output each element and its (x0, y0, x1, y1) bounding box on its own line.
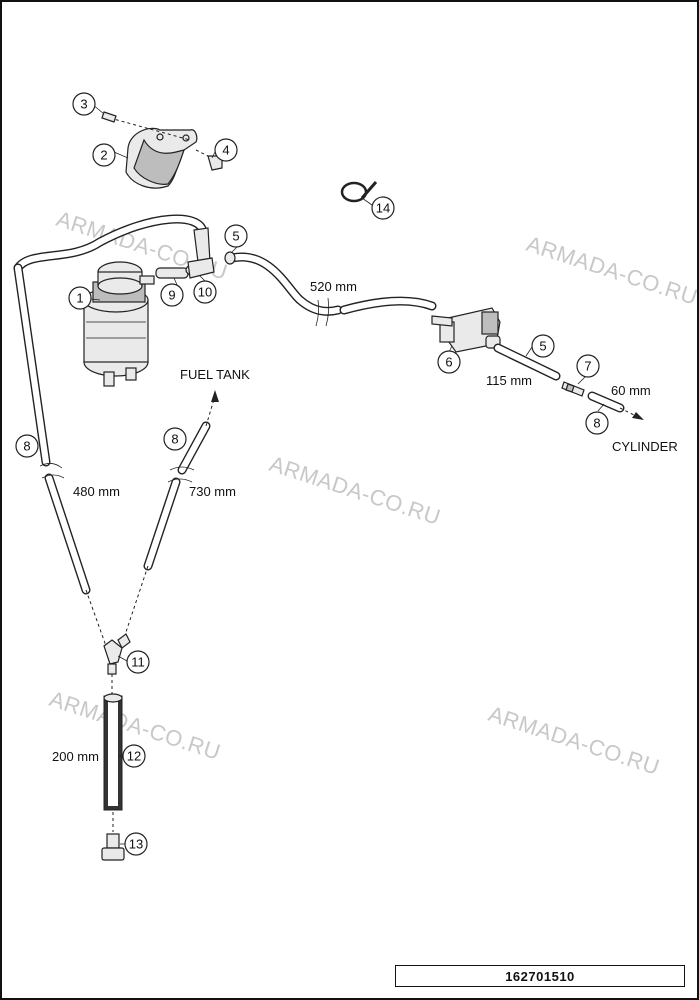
destination-fuel-tank: FUEL TANK (180, 367, 250, 382)
connector-7 (561, 381, 585, 397)
dimension-label: 115 mm (486, 373, 532, 388)
cable-tie (340, 181, 378, 203)
svg-text:3: 3 (80, 97, 87, 112)
svg-text:6: 6 (445, 355, 452, 370)
callout-9: 9 (160, 283, 184, 307)
svg-text:12: 12 (127, 749, 141, 764)
callout-14: 14 (371, 196, 395, 220)
drawing-number: 162701510 (505, 968, 575, 984)
callout-8: 8 (15, 434, 39, 458)
svg-text:8: 8 (23, 439, 30, 454)
drawing-number-box: 162701510 (395, 965, 685, 987)
svg-text:8: 8 (593, 416, 600, 431)
callout-4: 4 (214, 138, 238, 162)
purge-valve (431, 307, 501, 353)
hose-piece-9 (155, 257, 215, 279)
callout-8: 8 (585, 411, 609, 435)
callout-2: 2 (92, 143, 116, 167)
watermark: ARMADA-CO.RU (485, 701, 662, 780)
hose-8-fuel-tank (121, 390, 219, 645)
callout-5: 5 (531, 334, 555, 358)
svg-text:4: 4 (222, 143, 229, 158)
svg-text:9: 9 (168, 288, 175, 303)
carbon-canister (83, 261, 155, 387)
dimension-label: 730 mm (189, 484, 236, 499)
dimension-label: 520 mm (310, 279, 357, 294)
destination-cylinder: CYLINDER (612, 439, 678, 454)
svg-text:10: 10 (198, 285, 212, 300)
svg-text:2: 2 (100, 148, 107, 163)
callout-6: 6 (437, 350, 461, 374)
hose-12 (103, 693, 123, 832)
callout-11: 11 (126, 650, 150, 674)
callout-8: 8 (163, 427, 187, 451)
callout-1: 1 (68, 286, 92, 310)
callout-13: 13 (124, 832, 148, 856)
callout-3: 3 (72, 92, 96, 116)
hose-5-short (493, 343, 561, 381)
svg-text:13: 13 (129, 837, 143, 852)
callout-7: 7 (576, 354, 600, 378)
callout-5: 5 (224, 224, 248, 248)
watermark: ARMADA-CO.RU (523, 231, 699, 310)
dimension-label: 200 mm (52, 749, 99, 764)
watermark: ARMADA-CO.RU (266, 451, 443, 530)
hose-8-left (13, 214, 211, 647)
canister-bracket (101, 111, 223, 189)
callout-10: 10 (193, 280, 217, 304)
dimension-label: 60 mm (611, 383, 651, 398)
callout-12: 12 (122, 744, 146, 768)
svg-text:1: 1 (76, 291, 83, 306)
svg-text:11: 11 (131, 655, 145, 670)
y-connector (103, 633, 131, 694)
hose-8-cylinder (587, 391, 644, 420)
svg-text:8: 8 (171, 432, 178, 447)
svg-text:14: 14 (376, 201, 390, 216)
svg-text:5: 5 (539, 339, 546, 354)
svg-text:7: 7 (584, 359, 591, 374)
dimension-label: 480 mm (73, 484, 120, 499)
cap-13 (101, 833, 125, 861)
hose-5-long (224, 251, 437, 327)
svg-text:5: 5 (232, 229, 239, 244)
